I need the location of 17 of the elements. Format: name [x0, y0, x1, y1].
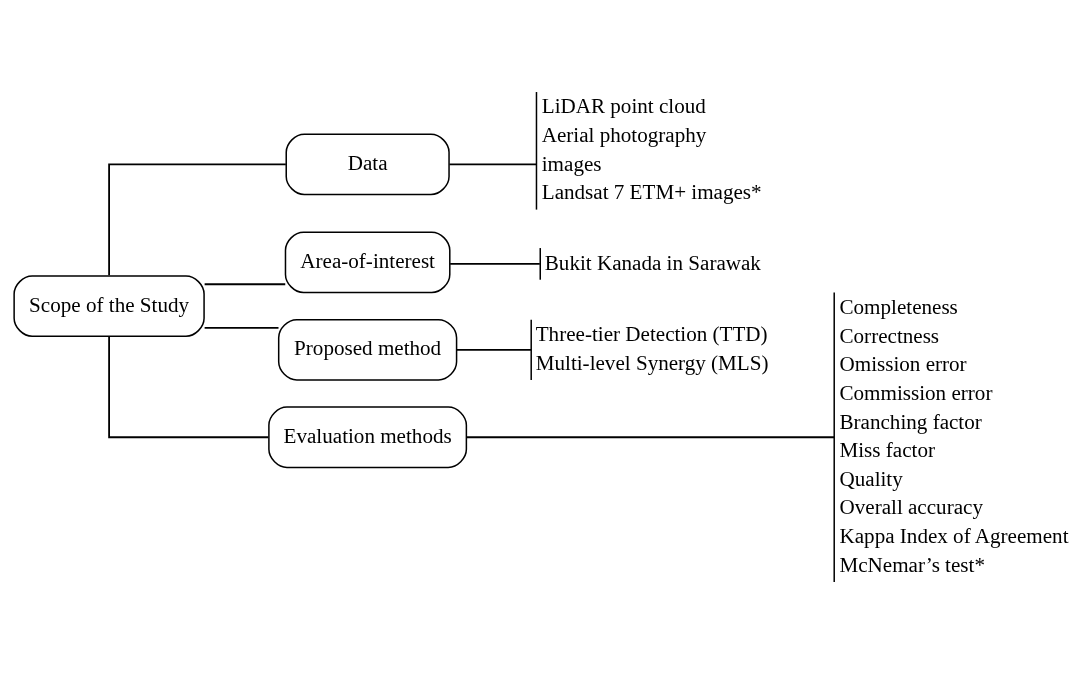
- node-box: Data: [285, 133, 450, 195]
- node-box: Proposed method: [277, 318, 458, 381]
- node-box: Evaluation methods: [268, 405, 468, 468]
- node-text: Completeness Correctness Omission error Commission error Branching factor Miss factor Quality Overall accuracy Kappa Index of Agreement McNemar’s test*: [839, 294, 1069, 577]
- connector: [455, 348, 533, 351]
- node-text: Three-tier Detection (TTD) Multi-level Synergy (MLS): [535, 321, 769, 375]
- node-box: Scope of the Study: [13, 274, 205, 337]
- connector: [108, 163, 287, 276]
- node-text: Bukit Kanada in Sarawak: [544, 250, 761, 275]
- connector: [108, 335, 270, 438]
- connector: [203, 282, 287, 285]
- connector: [203, 326, 280, 329]
- node-box: Area-of-interest: [284, 230, 451, 293]
- connector: [448, 163, 538, 165]
- connector: [449, 262, 541, 265]
- node-text: LiDAR point cloud Aerial photography images Landsat 7 ETM+ images*: [541, 93, 762, 204]
- connector: [465, 435, 835, 438]
